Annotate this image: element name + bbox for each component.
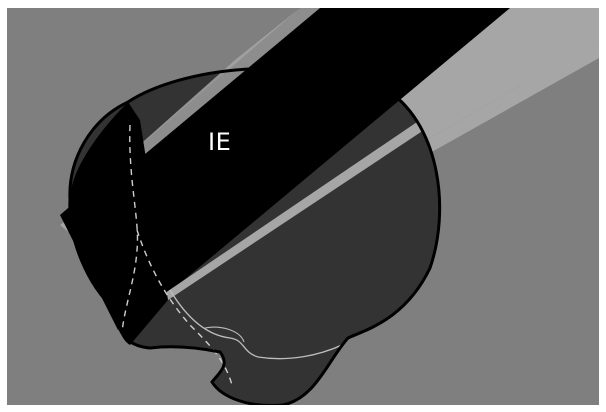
region-label-ie: IE <box>208 128 231 156</box>
